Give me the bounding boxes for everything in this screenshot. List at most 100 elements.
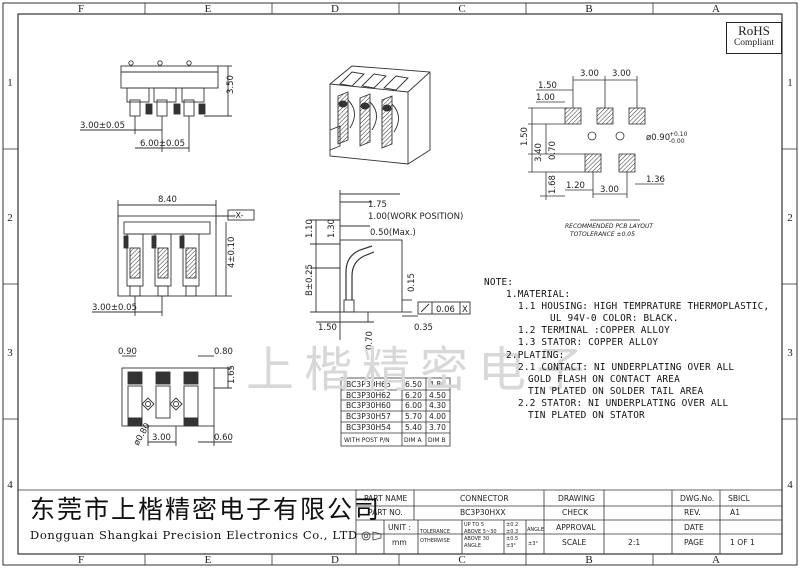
tb-tol-range-2: ABOVE 5~30	[464, 529, 497, 535]
note-line: GOLD FLASH ON CONTACT AREA	[528, 373, 680, 385]
dim-table-cell: BC3P30H65	[346, 380, 391, 389]
col-label-top: B	[585, 3, 592, 15]
tb-rev-label: REV.	[684, 508, 701, 517]
note-line: NOTE:	[484, 277, 514, 288]
tb-angle-value: ±3°	[528, 541, 538, 547]
dim-table-cell: 6.20	[405, 391, 422, 400]
dim-profile-11: 0.35	[414, 323, 433, 333]
watermark: 上楷精密电子	[246, 342, 595, 398]
rohs-subtitle: Compliant	[733, 38, 775, 48]
datum-x: -X-	[233, 211, 244, 220]
dim-profile-4: 1.10	[305, 219, 315, 238]
col-label-top: E	[205, 3, 212, 15]
dim-table-cell: BC3P30H62	[346, 391, 391, 400]
tb-tol-value-2: ±0.3	[506, 529, 518, 535]
dim-table-cell: 4.50	[429, 391, 446, 400]
note-line: 1.MATERIAL:	[506, 289, 571, 301]
row-label-left: 3	[7, 347, 13, 359]
tb-scale: 2:1	[628, 538, 640, 547]
dim-table-cell: BC3P30H57	[346, 412, 391, 421]
note-line: UL 94V-0 COLOR: BLACK.	[550, 313, 679, 325]
row-label-right: 1	[787, 77, 793, 89]
row-label-left: 1	[7, 77, 13, 89]
dim-profile-1: 1.75	[368, 200, 387, 210]
tb-tol-range-3: ABOVE 30	[464, 536, 489, 542]
dim-pcb-hole: ø0.90	[646, 133, 670, 143]
column-ticks	[3, 3, 797, 565]
dim-profile-max: 0.50(Max.)	[370, 228, 416, 238]
isometric-view	[329, 65, 431, 165]
dim-profile-10: 1.50	[318, 323, 337, 333]
dim-profile-datum: X	[462, 305, 468, 315]
profile-view	[310, 190, 471, 340]
tb-rev: A1	[730, 508, 740, 517]
dim-side-width: 8.40	[158, 195, 177, 205]
dim-profile-7: 0.15	[407, 273, 417, 292]
pcb-tolerance: TOTOLERANCE ±0.05	[570, 231, 635, 238]
tb-angle-label: ANGLE	[527, 527, 544, 533]
row-label-right: 3	[787, 347, 793, 359]
note-line: 1.2 TERMINAL :COPPER ALLOY	[518, 325, 670, 337]
dim-pcb-9: 3.40	[534, 143, 544, 162]
col-label-bottom: B	[585, 554, 592, 566]
tb-page-label: PAGE	[684, 538, 704, 547]
dim-bottom-edge: 0.60	[214, 433, 233, 443]
dim-profile-12: 0.70	[365, 331, 375, 350]
tb-tol-label-2: OTHERWISE	[420, 538, 450, 544]
pcb-caption: RECOMMENDED PCB LAYOUT	[565, 223, 654, 230]
tb-dwg-label: DWG.No.	[680, 494, 714, 503]
dim-side-a: 4±0.10	[227, 237, 237, 268]
tb-tol-value-3: ±0.5	[506, 536, 518, 542]
note-line: 2.PLATING:	[506, 349, 565, 361]
tb-tol-range-1: UP TO 5	[464, 522, 484, 528]
tb-tol-label-1: TOLERANCE	[419, 529, 450, 535]
note-line: 2.2 STATOR: NI UNDERPLATING OVER ALL	[518, 397, 729, 409]
dim-table-cell: 5.70	[405, 412, 422, 421]
dim-table-cell: 3.70	[429, 423, 446, 432]
row-label-left: 4	[7, 479, 13, 491]
tb-part-no: BC3P30HXX	[460, 508, 506, 517]
tb-drawing: DRAWING	[558, 494, 595, 503]
dim-table-cell: 4.00	[429, 412, 446, 421]
dim-side-pitch: 3.00±0.05	[92, 303, 137, 313]
tb-dwg: SBICL	[728, 494, 751, 503]
col-label-bottom: C	[458, 554, 465, 566]
tb-tol-range-4: ANGLE	[464, 543, 481, 549]
tb-check: CHECK	[562, 508, 589, 517]
notes-block: NOTE:1.MATERIAL:1.1 HOUSING: HIGH TEMPRA…	[484, 277, 784, 422]
tb-tol-value-4: ±3°	[506, 543, 516, 549]
tb-scale-label: SCALE	[562, 538, 587, 547]
dim-profile-work: 1.00(WORK POSITION)	[368, 212, 463, 222]
dim-table-cell: 4.30	[429, 401, 446, 410]
dim-table-cell: BC3P30H54	[346, 423, 391, 432]
title-block	[18, 489, 782, 554]
dim-table-header: WITH POST P/N	[344, 437, 390, 444]
dim-pcb-12: 1.20	[566, 181, 585, 191]
top-view	[80, 60, 232, 152]
dim-bottom-height: 1.65	[227, 365, 237, 384]
dim-pcb-tol-minus: -0.00	[669, 138, 685, 145]
dim-pcb-tol-plus: +0.10	[669, 131, 688, 138]
dim-table-cell: 5.40	[405, 423, 422, 432]
row-label-right: 4	[787, 479, 793, 491]
dim-table	[340, 377, 451, 447]
tb-tol-value-1: ±0.2	[506, 522, 518, 528]
dim-pcb-4: 1.00	[536, 93, 555, 103]
dim-bottom-pitch: 3.00	[152, 433, 171, 443]
tb-part-name: CONNECTOR	[460, 494, 509, 503]
dim-table-cell: 6.00	[405, 401, 422, 410]
col-label-bottom: E	[205, 554, 212, 566]
tb-unit: mm	[392, 538, 407, 547]
note-line: 1.1 HOUSING: HIGH TEMPRATURE THERMOPLAST…	[518, 301, 770, 313]
dim-pcb-pitch-1: 3.00	[580, 69, 599, 79]
dim-pcb-11: 1.68	[548, 175, 558, 194]
row-label-left: 2	[7, 212, 13, 224]
tb-page: 1 OF 1	[730, 538, 755, 547]
pcb-layout	[528, 76, 664, 221]
dim-table-cell: BC3P30H60	[346, 401, 391, 410]
company-name-en: Dongguan Shangkai Precision Electronics …	[30, 528, 358, 542]
row-label-right: 2	[787, 212, 793, 224]
dim-profile-flatness: 0.06	[436, 305, 455, 315]
dim-top-span: 6.00±0.05	[140, 139, 185, 149]
col-label-top: D	[331, 3, 339, 15]
